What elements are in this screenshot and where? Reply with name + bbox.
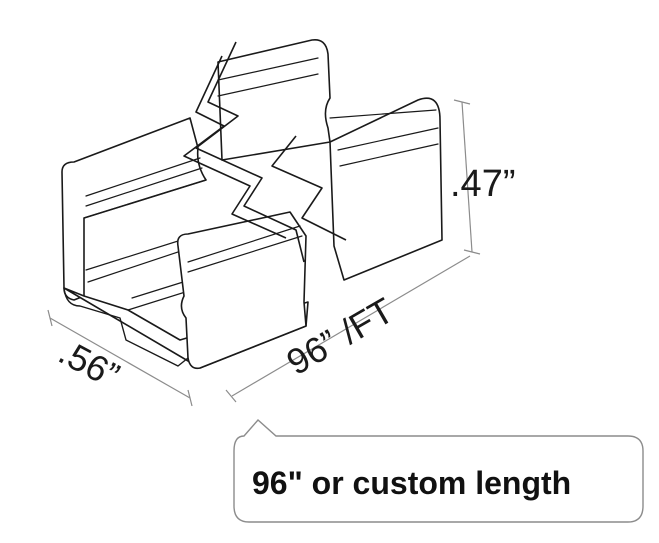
length-dimension-lines <box>225 255 471 403</box>
width-dimension-lines <box>47 309 193 407</box>
break-lines <box>183 41 347 263</box>
callout-text: 96" or custom length <box>252 465 571 501</box>
height-dimension-label: .47” <box>450 163 515 205</box>
width-dimension-label: .56” <box>52 331 126 396</box>
channel-back-segment <box>217 38 443 281</box>
height-dimension-lines <box>453 99 481 255</box>
callout-box <box>233 419 644 523</box>
channel-front-segment <box>61 117 309 370</box>
